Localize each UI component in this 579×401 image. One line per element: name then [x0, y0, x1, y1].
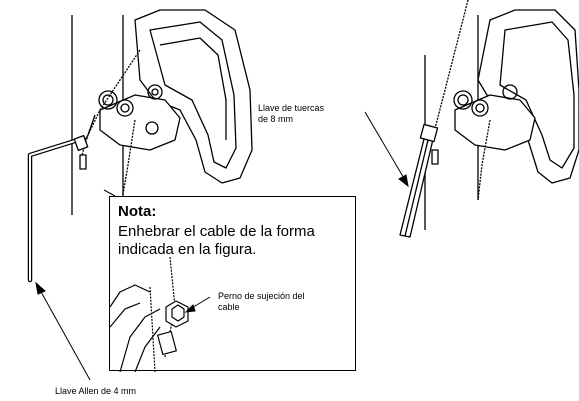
inset-illustration	[110, 256, 211, 372]
clamp-bolt-label: Perno de sujeción del cable	[218, 291, 305, 312]
note-box: Nota: Enhebrar el cable de la forma indi…	[109, 196, 356, 372]
allen-key-label: Llave Allen de 4 mm	[55, 386, 137, 396]
left-brake-illustration	[27, 9, 253, 283]
wrench-leader	[364, 111, 409, 188]
note-text: Enhebrar el cable de la forma indicada e…	[118, 223, 315, 258]
wrench-label: Llave de tuercas de 8 mm	[258, 103, 325, 124]
allen-key-leader	[35, 189, 116, 381]
note-title: Nota:	[118, 203, 157, 220]
right-brake-illustration	[399, 0, 579, 238]
